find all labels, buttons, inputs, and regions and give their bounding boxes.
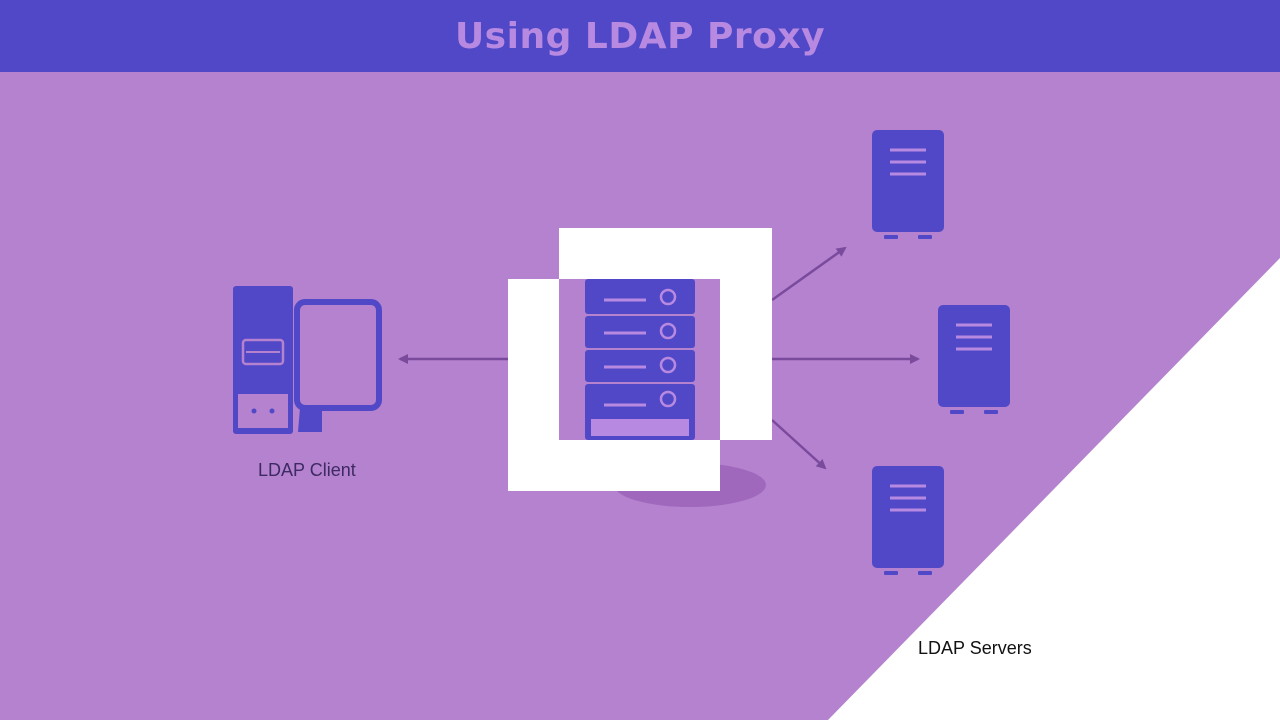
header-bar: Using LDAP Proxy [0,0,1280,72]
server-icon [872,466,944,575]
page-title: Using LDAP Proxy [454,15,826,57]
proxy-server-rack-icon [559,279,720,440]
server-icon [872,130,944,239]
server-icon [938,305,1010,414]
connection-arrows [398,246,920,470]
white-diagonal-overlay [828,258,1280,720]
arrow-to-server-1 [771,246,847,302]
ldap-servers-label: LDAP Servers [918,638,1032,658]
ldap-client-label: LDAP Client [258,460,356,480]
desktop-computer-icon [233,286,382,434]
arrow-to-server-3 [771,419,827,470]
